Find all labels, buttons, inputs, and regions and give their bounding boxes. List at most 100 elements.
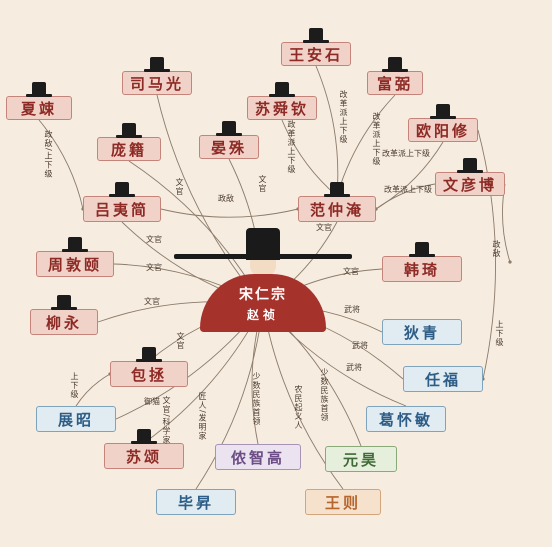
edge-label-susong-emp: 文官/科学家: [162, 396, 171, 445]
node-han-qi: 韩琦: [382, 242, 462, 282]
node-label: 展昭: [57, 410, 94, 429]
edge-label-lv-emp: 文官: [146, 235, 162, 244]
node-su-song: 苏颂: [104, 429, 184, 469]
edge-label-su-fan: 政革派上下级: [287, 120, 296, 174]
edge-label-nong-emp: 少数民族首领: [252, 372, 261, 426]
official-hat-icon: [144, 57, 170, 72]
node-label: 毕昇: [177, 493, 214, 512]
edge-label-renfu-emp: 武将: [352, 341, 368, 350]
node-label: 周敦颐: [47, 255, 102, 274]
link-ouyang-xiu-ren-fu: [477, 129, 496, 380]
node-pang-ji: 庞籍: [97, 123, 161, 161]
official-hat-icon: [303, 28, 329, 43]
edge-label-bao-emp: 文官: [176, 332, 185, 350]
link-wen-yanbo-fan-zhongyan: [375, 183, 436, 210]
node-label: 柳永: [45, 313, 82, 332]
official-hat-icon: [136, 347, 162, 362]
node-zhan-zhao: 展昭: [36, 406, 116, 432]
official-hat-icon: [131, 429, 157, 444]
node-label: 庞籍: [110, 140, 147, 159]
node-label: 晏殊: [210, 138, 247, 157]
edge-label-lv-fan: 政敌: [218, 194, 234, 203]
official-hat-icon: [430, 104, 456, 119]
emperor-face: [250, 260, 276, 276]
node-label: 侬智高: [230, 448, 285, 467]
official-hat-icon: [26, 82, 52, 97]
emperor-name: 赵祯: [246, 307, 279, 322]
emperor-hat-icon: [246, 228, 280, 260]
node-yan-shu: 晏殊: [199, 121, 259, 159]
edge-label-zhan-bao: 上下级: [70, 372, 79, 399]
node-label: 吕夷简: [94, 200, 149, 219]
node-label: 夏竦: [20, 99, 57, 118]
node-label: 王安石: [288, 45, 343, 64]
official-hat-icon: [457, 158, 483, 173]
edge-label-pang-emp: 文官: [175, 178, 184, 196]
edge-label-bi-emp: 匠人/发明家: [198, 392, 207, 441]
node-su-shunqin: 苏舜钦: [247, 82, 317, 120]
node-label: 包拯: [130, 365, 167, 384]
link-lv-yijian-fan-zhongyan: [160, 208, 299, 218]
node-bi-sheng: 毕昇: [156, 489, 236, 515]
edge-label-ge-emp: 武将: [346, 363, 362, 372]
node-label: 苏舜钦: [254, 99, 309, 118]
official-hat-icon: [409, 242, 435, 257]
edge-label-wen-right: 政敌: [492, 240, 501, 258]
node-label: 范仲淹: [309, 200, 364, 219]
edge-label-wen-fan: 改革派上下级: [384, 185, 432, 194]
edge-label-fan-emp: 文官: [316, 223, 332, 232]
node-fu-bi: 富弼: [367, 57, 423, 95]
edge-label-yan-fan: 文官: [258, 175, 267, 193]
edge-label-zhou-emp: 文官: [146, 263, 162, 272]
official-hat-icon: [62, 237, 88, 252]
edge-label-ou-fan: 改革派上下级: [382, 149, 430, 158]
edge-label-wangze-emp: 农民起义人: [294, 385, 303, 430]
edge-label-zhan-emp: 御猫: [144, 397, 160, 406]
node-sima-guang: 司马光: [122, 57, 192, 95]
node-wen-yanbo: 文彦博: [435, 158, 505, 196]
official-hat-icon: [324, 182, 350, 197]
node-nong-zhigao: 侬智高: [215, 444, 301, 470]
official-hat-icon: [382, 57, 408, 72]
node-label: 葛怀敏: [378, 410, 433, 429]
edge-label-liu-emp: 文官: [144, 297, 160, 306]
node-ren-fu: 任福: [403, 366, 483, 392]
official-hat-icon: [216, 121, 242, 136]
edge-label-yuan-emp: 少数民族首领: [320, 368, 329, 422]
node-label: 韩琦: [403, 260, 440, 279]
link-zhan-zhao-bao-zheng: [75, 373, 111, 407]
node-label: 元昊: [342, 450, 379, 469]
edge-label-wang-fan: 改革派上下级: [339, 90, 348, 144]
node-label: 苏颂: [125, 447, 162, 466]
official-hat-icon: [116, 123, 142, 138]
node-label: 欧阳修: [415, 121, 470, 140]
node-fan-zhongyan: 范仲淹: [298, 182, 376, 222]
link-wang-anshi-fan-zhongyan: [315, 65, 339, 197]
node-di-qing: 狄青: [382, 319, 462, 345]
official-hat-icon: [269, 82, 295, 97]
node-liu-yong: 柳永: [30, 295, 98, 335]
edge-label-fu-fan: 改革派上下级: [372, 112, 381, 166]
edge-label-han-emp: 文官: [343, 267, 359, 276]
link-end-wen-yanbo-wen-right-end: [508, 260, 512, 264]
node-xia-song: 夏竦: [6, 82, 72, 120]
node-label: 王则: [324, 493, 361, 512]
node-label: 富弼: [376, 74, 413, 93]
link-su-shunqin-fan-zhongyan: [281, 119, 338, 197]
node-label: 文彦博: [442, 175, 497, 194]
node-wang-ze: 王则: [305, 489, 381, 515]
node-wang-anshi: 王安石: [281, 28, 351, 66]
node-zhou-dunyi: 周敦颐: [36, 237, 114, 277]
link-wen-yanbo-wen-right-end: [502, 183, 511, 263]
emperor-node: 宋仁宗 赵祯: [174, 228, 352, 332]
official-hat-icon: [109, 182, 135, 197]
official-hat-icon: [51, 295, 77, 310]
node-lv-yijian: 吕夷简: [83, 182, 161, 222]
edge-label-renfu-right: 上下级: [495, 320, 504, 347]
edge-label-di-emp: 武将: [344, 305, 360, 314]
node-label: 司马光: [129, 74, 184, 93]
node-label: 任福: [424, 370, 461, 389]
edge-label-xia-lv: 政敌/上下级: [44, 130, 53, 179]
node-yuan-hao: 元昊: [325, 446, 397, 472]
